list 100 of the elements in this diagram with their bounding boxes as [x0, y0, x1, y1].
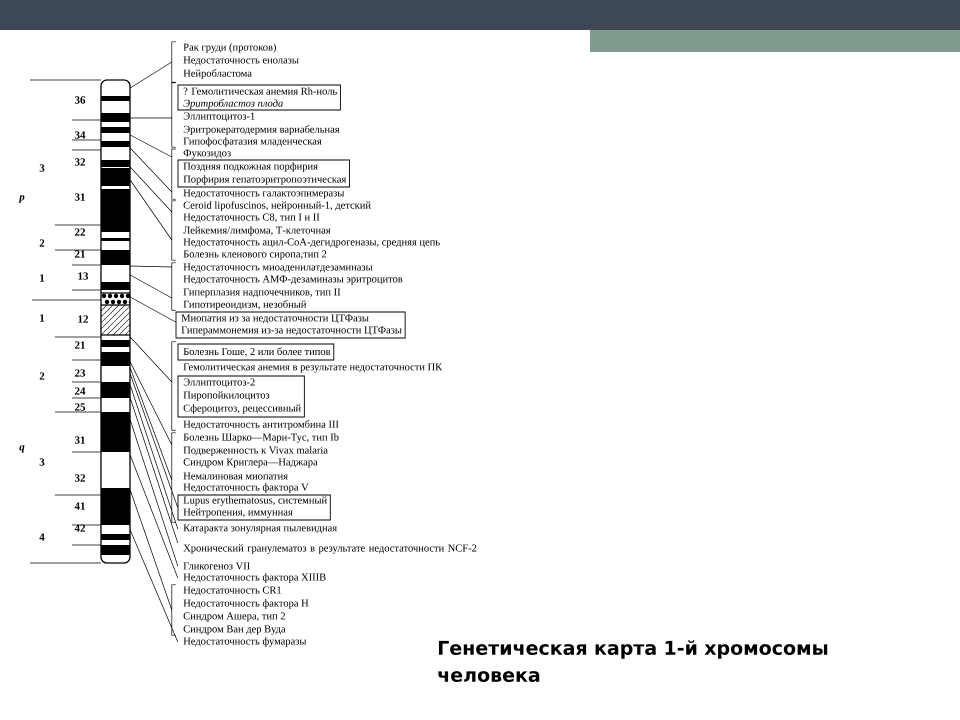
leader-line [130, 368, 172, 480]
disease-name: Синдром Ван дер Вуда [184, 625, 286, 635]
disease-name: Недостаточность C8, тип I и II [184, 214, 320, 222]
disease-name: Фукозидоз [184, 149, 231, 159]
disease-name: Недостаточность фактора V [184, 483, 309, 493]
band-label: 34 [74, 131, 86, 139]
disease-name: Порфирия гепатоэритропоэтическая [184, 175, 346, 185]
disease-name: Недостаточность енолазы [184, 56, 299, 66]
bracket-group [171, 148, 344, 200]
disease-box [178, 344, 334, 360]
disease-name: Недостаточность фактора XIIIB [184, 573, 326, 583]
band-label: 21 [74, 250, 85, 258]
band-label: 3 [40, 458, 44, 466]
disease-name: Немалиновая миопатия [184, 472, 288, 480]
disease-name: Недостаточность фактора H [184, 599, 308, 609]
disease-name: Эллиптоцитоз-2 [184, 378, 255, 388]
band-label: 2 [40, 239, 44, 247]
disease-name: Недостаточность фумаразы [184, 637, 306, 647]
chromosome-drawing [100, 79, 131, 564]
band-label: 41 [74, 502, 85, 510]
disease-name: Рак груди (протоков) [184, 43, 276, 53]
disease-name: Эритробластоз плода [183, 99, 283, 109]
band-label: 36 [74, 96, 86, 104]
bracket-group [171, 432, 339, 523]
leader-line [130, 134, 172, 158]
disease-name: Нейробластома [184, 69, 252, 79]
leader-line [130, 336, 172, 382]
bracket-group [171, 41, 299, 83]
disease-name: Сфероцитоз, рецессивный [184, 404, 301, 414]
band-label: 42 [74, 524, 86, 532]
disease-box [178, 160, 350, 188]
disease-name: Гиперплазия надпочечников, тип II [184, 288, 340, 298]
disease-name: Синдром Ашера, тип 2 [184, 612, 285, 622]
disease-name: Недостаточность галактоэпимеразы [184, 189, 344, 199]
disease-name: Хронический гранулематоз в результате недостаточности NCF-2 [183, 544, 476, 554]
disease-name: Поздняя подкожная порфирия [184, 162, 318, 172]
disease-box [178, 376, 305, 418]
disease-name: Эритрокератодермия вариабельная [184, 125, 340, 135]
disease-name: Синдром Криглера—Наджара [184, 458, 318, 468]
disease-name: Недостаточность ацил-CoA-дегидрогеназы, средняя цепь [184, 238, 440, 248]
band-label: 22 [74, 228, 86, 236]
disease-name: Болезнь кленового сиропа,тип 2 [184, 250, 326, 260]
disease-box [176, 312, 406, 338]
band-label: 24 [74, 387, 86, 395]
disease-name: Ceroid lipofuscinos, нейронный-1, детский [184, 201, 371, 211]
leader-line [130, 530, 178, 642]
disease-name: Недостаточность миоаденилатдезаминазы [184, 264, 372, 272]
disease-name: ? Гемолитическая анемия Rh-ноль [184, 87, 337, 95]
disease-name: Подверженность к Vivax malaria [184, 446, 328, 456]
leader-line [130, 374, 178, 508]
disease-name: Гемолитическая анемия в результате недостаточности ПК [184, 363, 442, 373]
disease-name: Лейкемия/лимфома, Т-клеточная [183, 226, 330, 236]
band-label: 31 [74, 193, 85, 201]
band-label: p [18, 195, 24, 203]
band-label: 21 [74, 341, 85, 349]
disease-name: Недостаточность антитромбина III [184, 420, 339, 430]
disease-name: Гипераммонемия из-за недостаточности ЦТФазы [182, 326, 402, 336]
band-label: 13 [78, 272, 88, 280]
band-label: 12 [78, 315, 88, 323]
band-label: 2 [40, 372, 44, 380]
disease-name: Гликогеноз VII [184, 562, 250, 570]
band-label: 1 [40, 274, 44, 282]
band-label: 23 [74, 369, 86, 377]
disease-name: Lupus erythematosus, системный [184, 496, 327, 506]
band-label: 4 [39, 533, 45, 541]
disease-name: Нейтропения, иммунная [184, 508, 293, 518]
leader-line [130, 148, 172, 192]
leader-line [130, 266, 172, 268]
disease-name: Недостаточность CR1 [184, 586, 282, 596]
disease-name: Болезнь Шарко—Мари-Тус, тип Ib [184, 433, 339, 443]
band-label: q [19, 445, 24, 453]
disease-name: Гипофосфатазия младенческая [184, 137, 322, 147]
band-label: 32 [74, 474, 86, 482]
disease-name: Недостаточность АМФ-дезаминазы эритроцитов [184, 275, 402, 285]
leader-line [130, 180, 172, 240]
bracket-group [171, 200, 440, 261]
leader-line [130, 384, 178, 530]
slide-title: Генетическая карта 1-й хромосомы человека [438, 640, 828, 682]
leader-line [130, 490, 172, 610]
leader-line [130, 274, 172, 298]
leader-line [130, 420, 178, 566]
band-label: 25 [74, 403, 86, 411]
bracket-group [171, 341, 442, 431]
disease-name: Эллиптоцитоз-1 [184, 112, 255, 122]
disease-box [178, 84, 341, 110]
disease-box [178, 494, 331, 520]
bracket-group [171, 584, 308, 636]
bracket-group [171, 82, 340, 148]
band-label: 31 [74, 436, 85, 444]
disease-name: Катаракта зонулярная пылевидная [184, 524, 337, 534]
leader-line [130, 296, 176, 322]
band-label: 3 [40, 164, 44, 172]
leader-line [130, 166, 172, 212]
band-label: 32 [74, 158, 86, 166]
leader-line [130, 398, 178, 544]
disease-name: Миопатия из за недостаточности ЦТФазы [182, 314, 369, 324]
disease-name: Болезнь Гоше, 2 или более типов [184, 347, 330, 357]
band-label: 1 [40, 314, 44, 322]
leader-line [130, 362, 172, 446]
disease-name: Пиропойкилоцитоз [184, 391, 270, 401]
